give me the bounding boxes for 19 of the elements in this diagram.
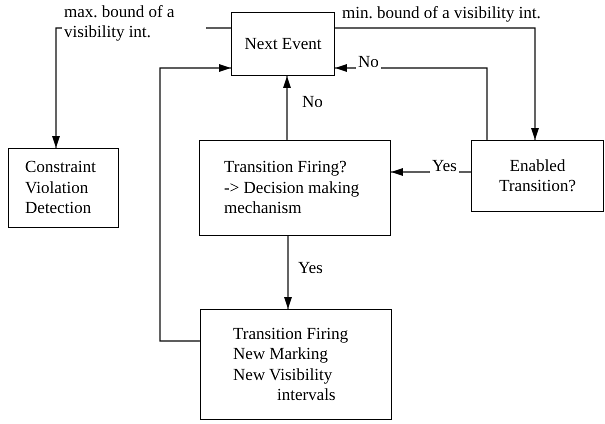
arrow (284, 236, 292, 309)
box-text: -> Decision making mechanism (224, 178, 360, 219)
box-text: Next Event (244, 34, 322, 54)
box-text: Transition Firing (233, 324, 350, 344)
edge-label: max. bound of a visibility int. (62, 2, 206, 43)
process-box (471, 140, 604, 212)
process-box (8, 148, 119, 228)
arrow (335, 64, 488, 140)
box-text: New Visibility intervals (233, 364, 337, 406)
process-box (199, 140, 391, 236)
process-box (231, 12, 335, 76)
process-box (200, 309, 392, 420)
box-text: Enabled Transition? (498, 156, 577, 196)
box-text: Transition Firing? (224, 157, 348, 178)
arrow (283, 76, 291, 140)
box-text: Constraint Violation Detection (25, 157, 97, 219)
arrow (335, 27, 539, 140)
arrow (159, 64, 231, 342)
box-text: New Marking (233, 344, 329, 364)
